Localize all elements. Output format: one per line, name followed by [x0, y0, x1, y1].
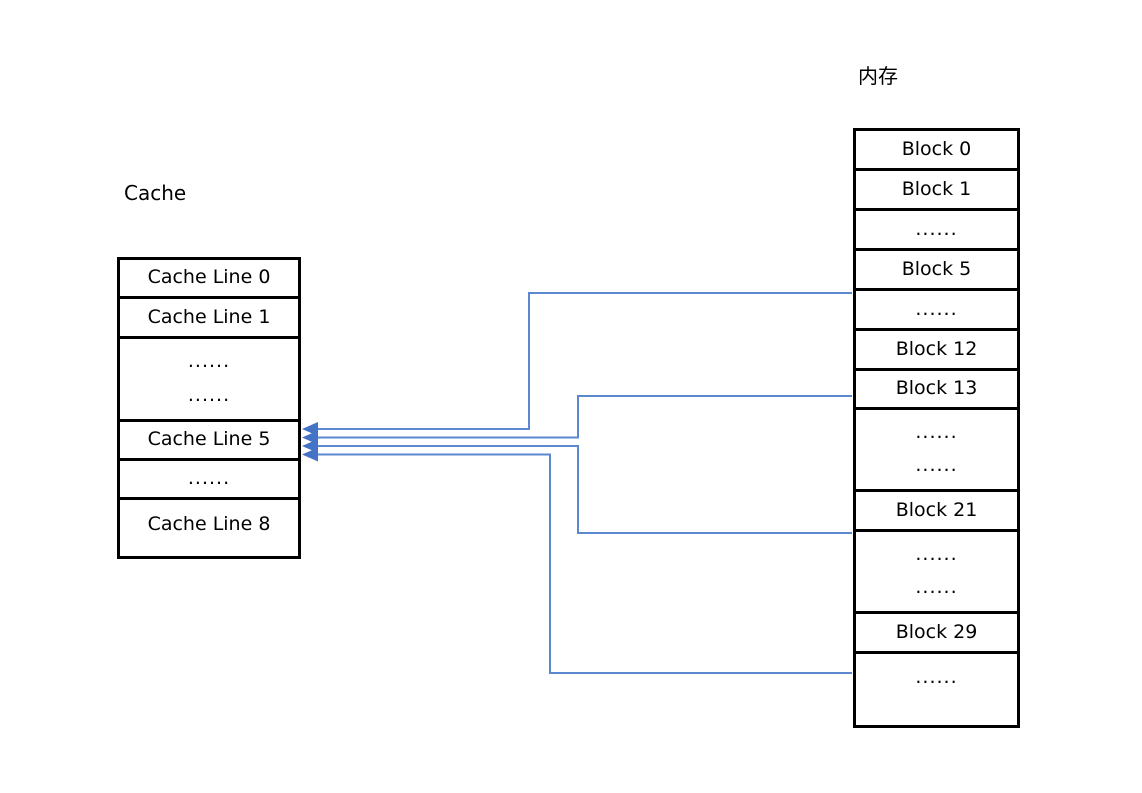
memory-row: Block 13 [856, 371, 1017, 410]
cache-row: Cache Line 5 [120, 422, 298, 461]
ellipsis-text: ...... [915, 576, 958, 599]
memory-row: ...... [856, 654, 1017, 701]
ellipsis-text: ...... [915, 297, 958, 320]
ellipsis-text: ...... [915, 420, 958, 443]
ellipsis-text: ...... [187, 467, 231, 490]
memory-row-label: Block 21 [895, 498, 978, 521]
memory-row: ............ [856, 410, 1017, 492]
memory-row: Block 21 [856, 492, 1017, 532]
cache-row: ............ [120, 339, 298, 422]
cache-table: Cache Line 0 Cache Line 1............ Cach… [117, 257, 301, 559]
memory-row: Block 1 [856, 171, 1017, 211]
ellipsis-text: ...... [915, 665, 958, 688]
memory-row: ............ [856, 532, 1017, 614]
connection-line [312, 292, 852, 430]
cache-row: ...... [120, 461, 298, 500]
connection-line [312, 395, 852, 439]
memory-row: Block 0 [856, 131, 1017, 171]
arrowhead-icon [302, 430, 318, 445]
memory-row: Block 29 [856, 614, 1017, 654]
cache-row-label: Cache Line 0 [147, 266, 271, 289]
memory-row-label: Block 13 [895, 377, 978, 400]
memory-table: Block 0 Block 1...... Block 5...... Block 1… [853, 128, 1020, 728]
memory-row-label: Block 1 [901, 177, 972, 200]
cache-row-label: Cache Line 1 [147, 305, 271, 328]
ellipsis-text: ...... [915, 542, 958, 565]
cache-title: Cache [124, 181, 187, 205]
arrowhead-icon [302, 439, 318, 453]
cache-row: Cache Line 8 [120, 500, 298, 550]
memory-row-label: Block 29 [895, 620, 978, 643]
memory-row: Block 5 [856, 251, 1017, 291]
memory-row-label: Block 5 [901, 257, 972, 280]
arrowhead-icon [302, 422, 318, 436]
cache-row: Cache Line 1 [120, 299, 298, 339]
memory-row-label: Block 0 [901, 137, 972, 160]
ellipsis-text: ...... [915, 454, 958, 477]
ellipsis-text: ...... [915, 217, 958, 240]
ellipsis-text: ...... [187, 384, 231, 407]
memory-row: Block 12 [856, 331, 1017, 371]
connection-line [312, 453, 852, 674]
memory-title: 内存 [858, 64, 898, 88]
ellipsis-text: ...... [187, 350, 231, 373]
memory-row: ...... [856, 211, 1017, 251]
memory-row-label: Block 12 [895, 337, 978, 360]
arrowhead-icon [302, 447, 318, 462]
cache-row: Cache Line 0 [120, 260, 298, 299]
connection-line [312, 445, 852, 534]
memory-row: ...... [856, 291, 1017, 331]
cache-row-label: Cache Line 5 [147, 428, 271, 451]
cache-row-label: Cache Line 8 [147, 513, 271, 536]
